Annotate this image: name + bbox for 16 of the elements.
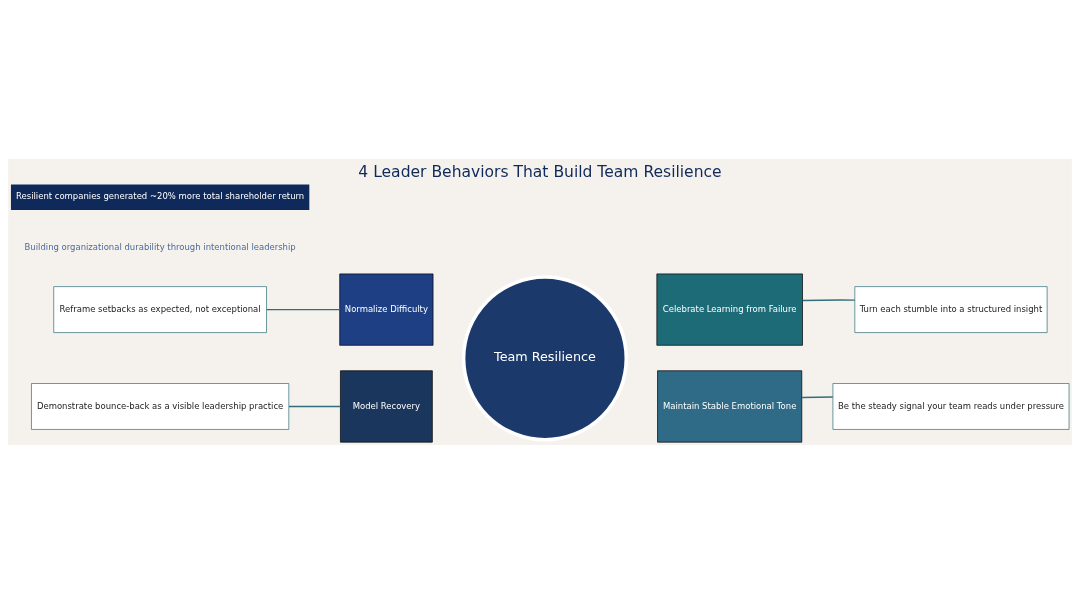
connector — [288, 405, 342, 407]
node-box: Be the steady signal your team reads under pressure — [832, 382, 1070, 430]
label: Resilient companies generated ~20% more total shareholder return — [16, 190, 305, 201]
node-box: Model Recovery — [340, 369, 433, 443]
node-box: Normalize Difficulty — [339, 273, 434, 346]
connector — [801, 298, 856, 301]
diagram-title: 4 Leader Behaviors That Build Team Resilience — [358, 162, 722, 181]
node-box: Turn each stumble into a structured insight — [854, 285, 1048, 333]
node-box: Celebrate Learning from Failure — [656, 273, 803, 346]
node-circle: Team Resilience — [461, 274, 629, 441]
label: Building organizational durability through intentional leadership — [24, 241, 296, 252]
connector — [801, 395, 834, 398]
connector — [265, 308, 341, 310]
node-box: Reframe setbacks as expected, not exceptional — [53, 285, 267, 333]
node-box: Maintain Stable Emotional Tone — [657, 369, 803, 443]
node-box: Demonstrate bounce-back as a visible leadership practice — [31, 382, 290, 430]
